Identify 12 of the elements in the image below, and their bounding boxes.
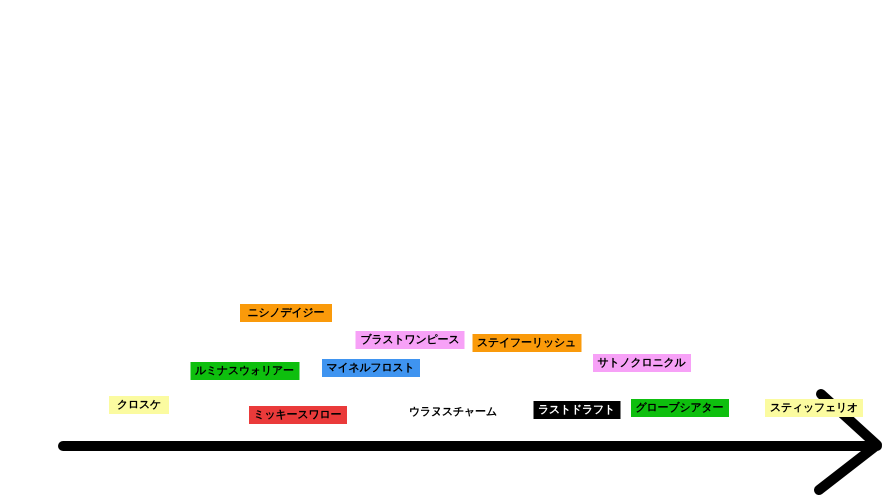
name-tag: ブラストワンピース xyxy=(356,330,464,348)
name-tag: マイネルフロスト xyxy=(322,358,420,376)
name-label: ウラヌスチャーム xyxy=(409,405,497,419)
name-tag: クロスケ xyxy=(109,396,169,414)
name-tag: ミッキースワロー xyxy=(248,406,346,424)
name-tag: ステイフーリッシュ xyxy=(472,334,581,352)
name-tag: スティッフェリオ xyxy=(765,399,863,417)
name-tag: ルミナスウォリアー xyxy=(190,362,299,380)
name-tag: サトノクロニクル xyxy=(592,354,690,372)
name-tag: ニシノデイジー xyxy=(240,304,332,322)
name-tag: グローブシアター xyxy=(630,398,728,416)
name-tag: ラストドラフト xyxy=(533,400,620,418)
